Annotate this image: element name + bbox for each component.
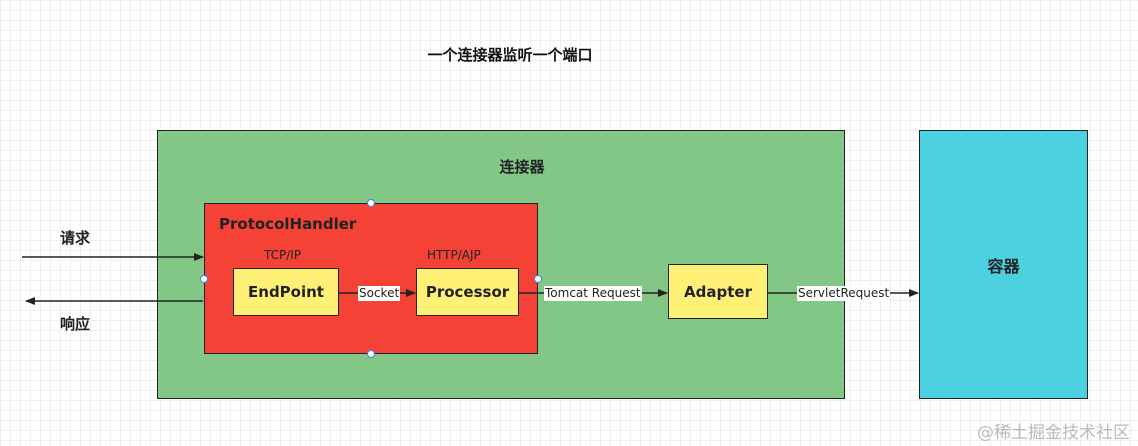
request-label: 请求	[60, 229, 91, 247]
response-label: 响应	[60, 315, 91, 333]
protocol-handler-label: ProtocolHandler	[219, 215, 357, 233]
container-label: 容器	[987, 256, 1020, 276]
tcp-ip-label: TCP/IP	[264, 248, 302, 262]
selection-handle-bottom[interactable]	[367, 350, 375, 358]
servlet-request-edge-label: ServletRequest	[797, 286, 891, 301]
tomcat-request-edge-label: Tomcat Request	[544, 286, 642, 301]
http-ajp-label: HTTP/AJP	[427, 248, 481, 262]
container-box[interactable]: 容器	[919, 130, 1088, 399]
adapter-label: Adapter	[684, 282, 752, 301]
socket-edge-label: Socket	[358, 286, 401, 301]
adapter-box[interactable]: Adapter	[668, 264, 768, 319]
selection-handle-top[interactable]	[367, 199, 375, 207]
watermark: @稀土掘金技术社区	[977, 423, 1130, 443]
connector-label: 连接器	[499, 158, 545, 176]
processor-label: Processor	[425, 283, 510, 301]
endpoint-box[interactable]: EndPoint	[233, 268, 339, 316]
endpoint-label: EndPoint	[248, 283, 324, 301]
diagram-title: 一个连接器监听一个端口	[427, 46, 593, 64]
selection-handle-left[interactable]	[200, 275, 208, 283]
processor-box[interactable]: Processor	[416, 268, 519, 316]
selection-handle-right[interactable]	[534, 275, 542, 283]
